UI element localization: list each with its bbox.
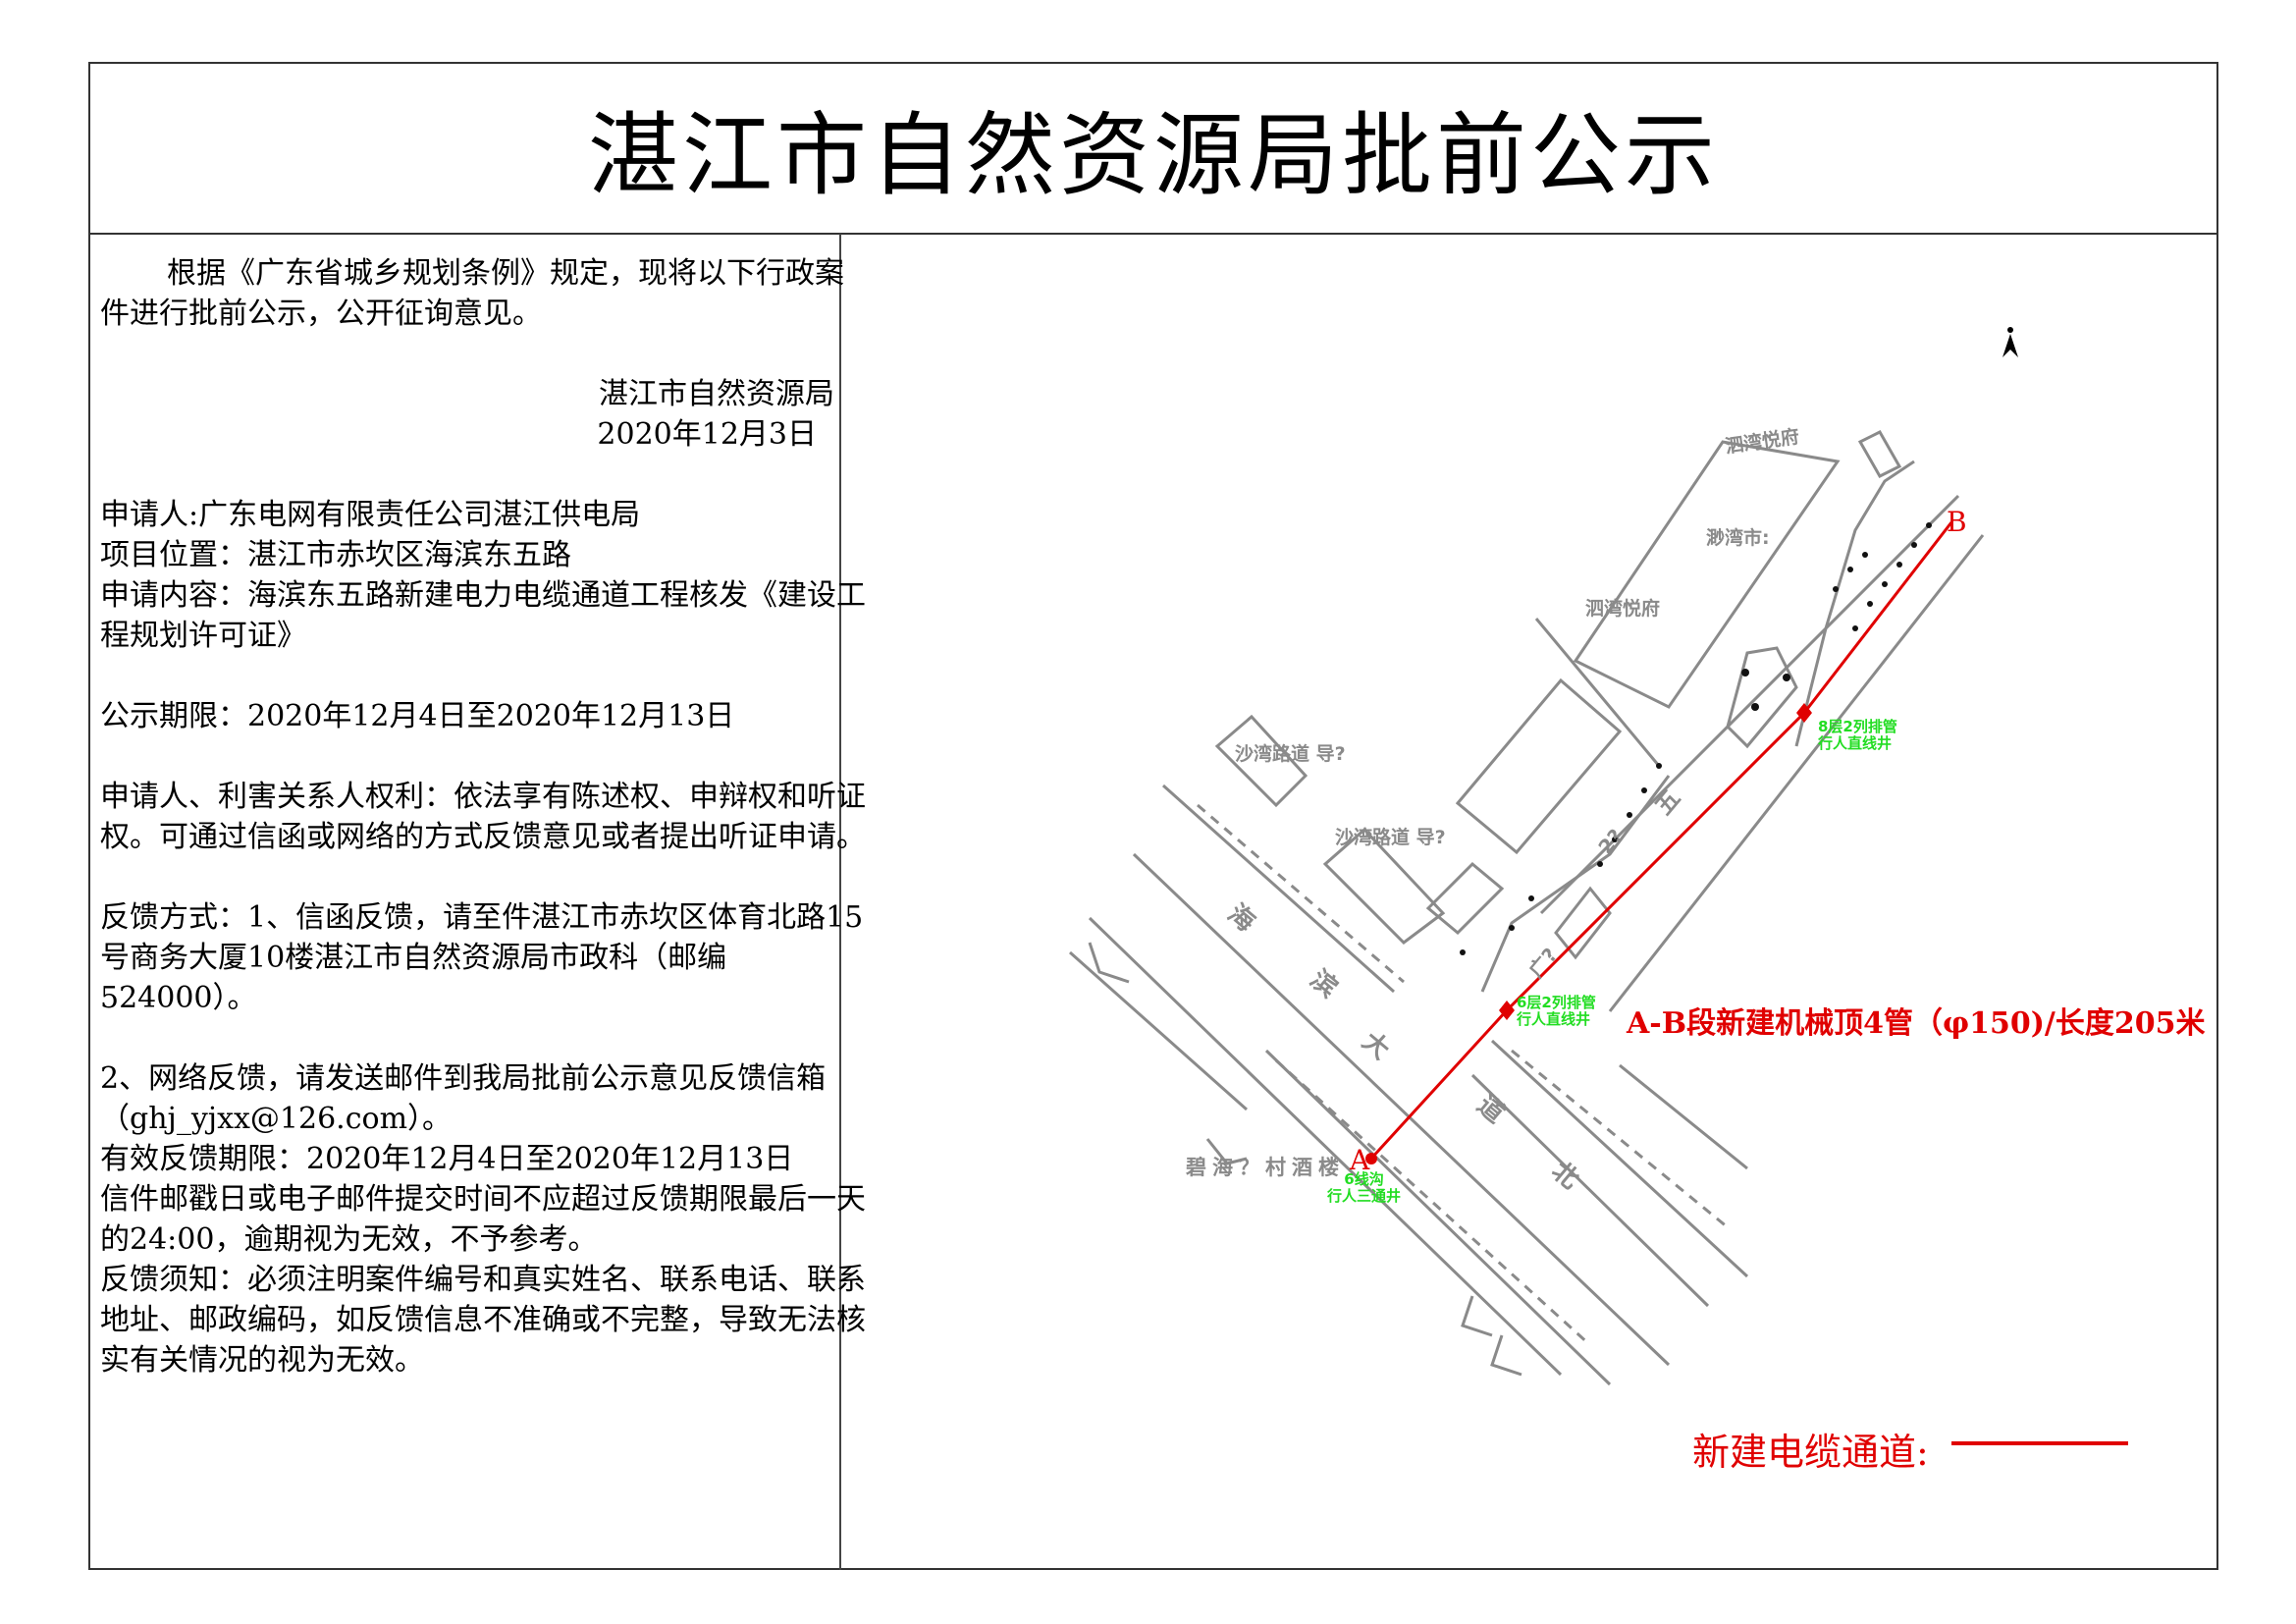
feedback-letter: 反馈方式：1、信函反馈，请至件湛江市赤坎区体育北路15号商务大厦10楼湛江市自然… bbox=[100, 900, 864, 1015]
notice-text: 根据《广东省城乡规划条例》规定，现将以下行政案件进行批前公示，公开征询意见。 湛… bbox=[100, 253, 866, 1380]
notice-frame bbox=[88, 62, 2218, 1570]
column-divider bbox=[839, 234, 841, 1570]
well-a-line1: 6线沟 bbox=[1344, 1170, 1384, 1188]
well-mid-line1: 6层2列排管 bbox=[1517, 994, 1596, 1011]
north-arrow-icon bbox=[2002, 327, 2018, 357]
valid-period: 有效反馈期限：2020年12月4日至2020年12月13日 bbox=[100, 1142, 794, 1176]
location: 项目位置：湛江市赤坎区海滨东五路 bbox=[100, 538, 571, 572]
well-mid-label: 6层2列排管行人直线井 bbox=[1517, 995, 1596, 1028]
page-title: 湛江市自然资源局批前公示 bbox=[587, 102, 1719, 208]
place-label: 沙湾路道 导? bbox=[1235, 743, 1346, 765]
well-a-label: 6线沟行人三通井 bbox=[1327, 1171, 1401, 1205]
well-b-label: 8层2列排管行人直线井 bbox=[1818, 719, 1897, 752]
basemap-lines bbox=[1069, 430, 1985, 1386]
feedback-email: 2、网络反馈，请发送邮件到我局批前公示意见反馈信箱（ghj_yjxx@126.c… bbox=[100, 1061, 827, 1136]
well-a-marker bbox=[1365, 1153, 1377, 1164]
point-b-label: B bbox=[1947, 506, 1967, 538]
period: 公示期限：2020年12月4日至2020年12月13日 bbox=[100, 699, 735, 733]
place-label: 渺湾市: bbox=[1706, 527, 1770, 549]
issue-date: 2020年12月3日 bbox=[597, 417, 817, 452]
content: 申请内容：海滨东五路新建电力电缆通道工程核发《建设工程规划许可证》 bbox=[100, 578, 866, 653]
place-label: 沙湾路道 导? bbox=[1335, 827, 1446, 848]
well-b-line1: 8层2列排管 bbox=[1818, 718, 1897, 735]
cable-route-line bbox=[1367, 521, 1953, 1163]
well-b-line2: 行人直线井 bbox=[1818, 734, 1893, 752]
basemap-dots bbox=[1460, 522, 1932, 955]
well-a-line2: 行人三通井 bbox=[1327, 1187, 1402, 1205]
requirements: 反馈须知：必须注明案件编号和真实姓名、联系电话、联系地址、邮政编码，如反馈信息不… bbox=[100, 1263, 866, 1378]
well-mid-marker bbox=[1499, 1001, 1515, 1020]
issuer: 湛江市自然资源局 bbox=[599, 377, 834, 411]
title-row: 湛江市自然资源局批前公示 bbox=[88, 62, 2218, 235]
well-b-marker bbox=[1796, 703, 1812, 723]
legend-label: 新建电缆通道: bbox=[1692, 1431, 1929, 1474]
well-mid-line2: 行人直线井 bbox=[1517, 1010, 1591, 1028]
segment-label: A-B段新建机械顶4管（φ150)/长度205米 bbox=[1627, 1006, 2206, 1041]
rights: 申请人、利害关系人权利：依法享有陈述权、申辩权和听证权。可通过信函或网络的方式反… bbox=[100, 780, 866, 854]
point-a-label: A bbox=[1350, 1144, 1370, 1176]
place-label: 碧海？村酒楼 bbox=[1186, 1156, 1345, 1179]
deadline-note: 信件邮戳日或电子邮件提交时间不应超过反馈期限最后一天的24:00，逾期视为无效，… bbox=[100, 1182, 866, 1257]
place-label: 泗湾悦府 bbox=[1585, 598, 1661, 620]
applicant: 申请人:广东电网有限责任公司湛江供电局 bbox=[100, 498, 641, 532]
intro: 根据《广东省城乡规划条例》规定，现将以下行政案件进行批前公示，公开征询意见。 bbox=[100, 256, 844, 331]
